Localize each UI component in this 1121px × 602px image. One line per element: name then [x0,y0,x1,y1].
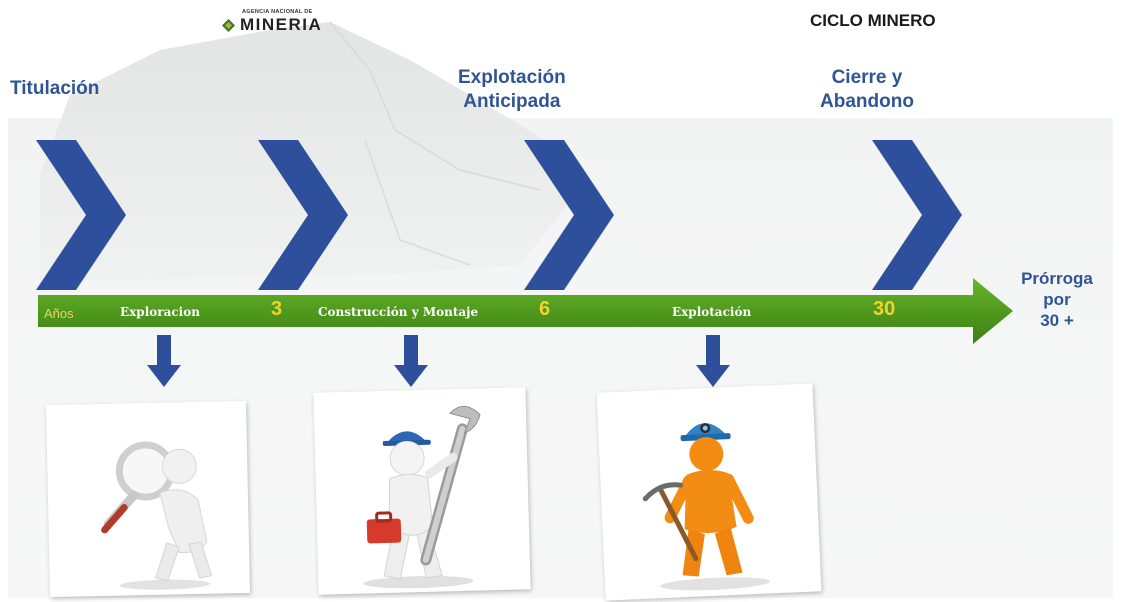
extension-line: por [1043,290,1071,309]
logo-subtitle: AGENCIA NACIONAL DE [242,9,313,15]
logo-diamond-icon [222,19,235,32]
stage-label-line: Explotación [458,67,566,88]
down-arrow-icon [394,335,428,387]
construction-picture-card [313,387,531,595]
chevron-icon [36,140,126,290]
miner-with-pickaxe-icon [642,423,770,591]
stage-label-titulacion: Titulación [10,77,99,101]
milestone-30: 30 [873,298,896,320]
builder-with-wrench-icon [363,405,481,589]
down-arrow-icon [147,335,181,387]
stage-label-cierre-abandono: Cierre y Abandono [820,66,914,114]
stage-label-line: Anticipada [463,91,561,112]
magnifier-figure-icon [101,441,213,590]
phase-label-construccion: Construcción y Montaje [318,305,479,319]
stage-label-line: Titulación [10,78,100,99]
chevron-icon [258,140,348,290]
timeline-arrow [38,278,1013,344]
chevron-icon [872,140,962,290]
slide-title: CICLO MINERO [810,11,936,30]
years-label: Años [44,306,74,321]
exploitation-picture-card [596,383,822,601]
agency-logo: AGENCIA NACIONAL DE MINERIA [222,9,342,37]
chevron-icon [524,140,614,290]
phase-label-exploracion: Exploracion [120,305,200,319]
milestone-3: 3 [271,298,283,320]
exploration-picture-card [46,400,250,598]
stage-label-line: Cierre y [831,67,903,88]
extension-line: 30 + [1040,311,1074,330]
stage-label-explotacion-anticipada: Explotación Anticipada [458,66,566,114]
extension-label: Prórroga por 30 + [1012,268,1102,331]
down-arrow-icon [696,335,730,387]
logo-wordmark: MINERIA [240,15,323,34]
extension-line: Prórroga [1021,269,1093,288]
stage-label-line: Abandono [820,91,914,112]
milestone-6: 6 [539,298,551,320]
phase-label-explotacion: Explotación [672,305,752,319]
